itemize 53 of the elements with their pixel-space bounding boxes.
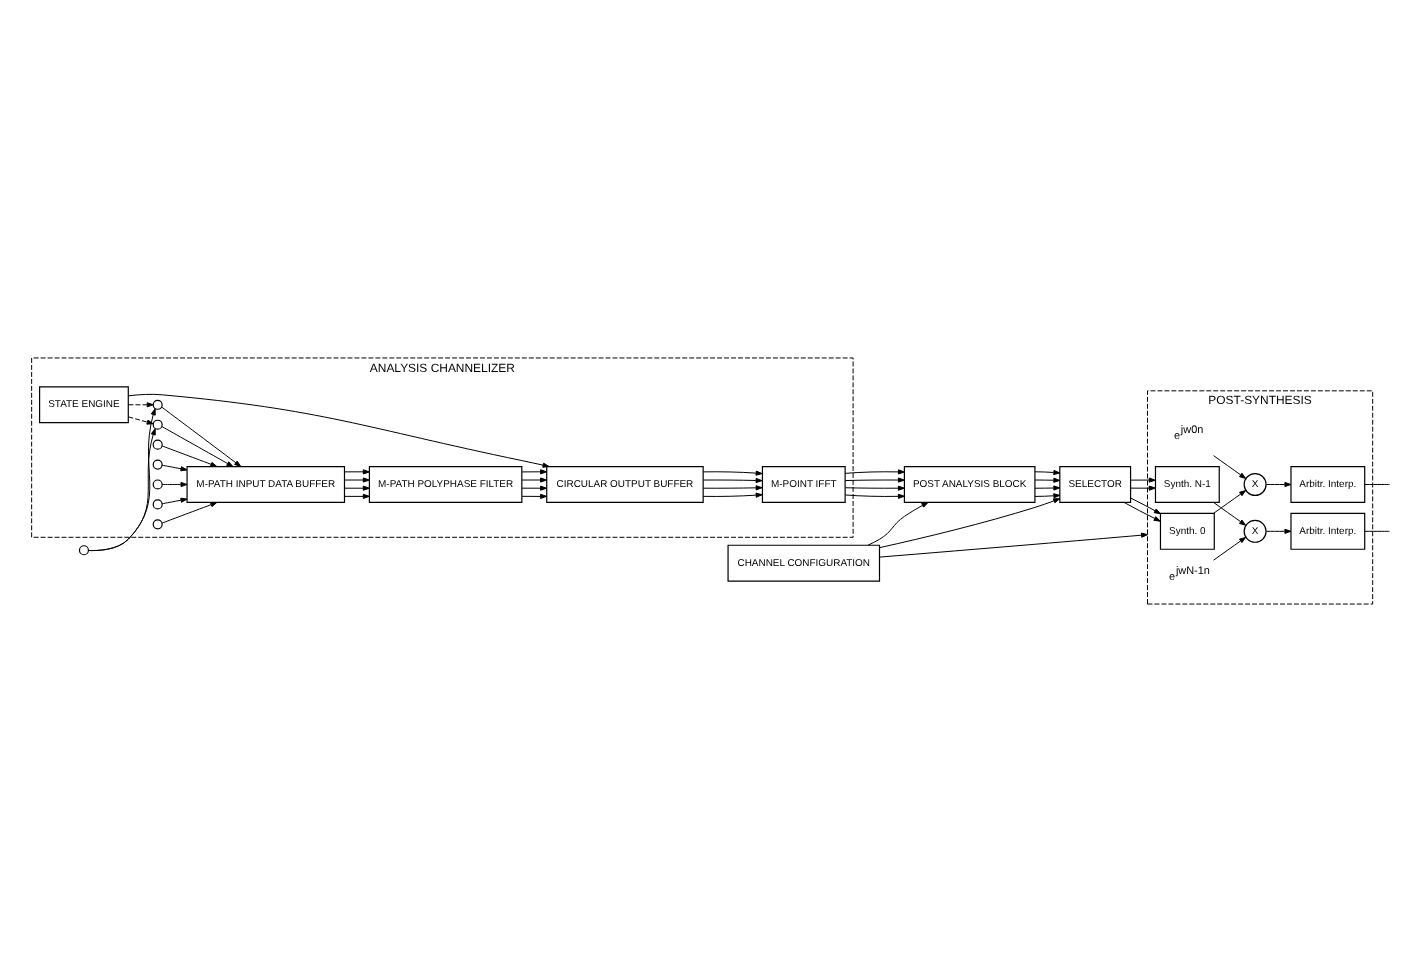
arrow [1129, 496, 1160, 514]
arrow [160, 501, 217, 523]
arrow [520, 492, 547, 498]
arrow [160, 425, 233, 467]
arrow [1212, 535, 1246, 560]
connector [1363, 529, 1389, 531]
arrow [1212, 454, 1246, 478]
node-circle [151, 498, 162, 509]
node-circle [151, 458, 162, 469]
arrow [701, 484, 762, 490]
arrow [343, 468, 369, 474]
node-circle [151, 518, 162, 529]
arrow [343, 484, 369, 490]
node-circle [151, 418, 162, 429]
arrow [126, 415, 153, 424]
arrow [878, 531, 1147, 557]
arrow [160, 405, 241, 466]
arrow [1212, 489, 1246, 513]
arrow [843, 476, 904, 482]
arrow [843, 492, 904, 498]
arrow [160, 444, 217, 466]
arrow [160, 480, 187, 487]
arrow [843, 468, 904, 474]
arrow [1129, 484, 1155, 490]
arrow [1033, 468, 1060, 475]
arrow [1122, 501, 1160, 521]
arrow [1033, 484, 1060, 490]
node-circle [151, 398, 162, 409]
arrow [1129, 476, 1155, 482]
arrow [343, 492, 369, 498]
arrow [127, 392, 549, 467]
connector [1363, 483, 1389, 484]
arrow [1033, 476, 1060, 482]
arrow [160, 496, 187, 504]
arrow [1033, 492, 1060, 498]
arrow [1264, 527, 1291, 533]
node-circle [77, 544, 89, 555]
node-circle [151, 478, 162, 489]
arrow [701, 469, 762, 475]
arrow [160, 463, 187, 471]
arrow [343, 476, 369, 482]
arrow [126, 401, 153, 407]
arrow [520, 476, 547, 482]
arrow [701, 476, 762, 483]
arrow [1264, 480, 1291, 487]
arrow [520, 484, 547, 490]
arrow [866, 501, 928, 545]
arrow [520, 468, 547, 474]
arrow [1212, 500, 1246, 525]
arrow [701, 491, 762, 497]
arrow [878, 497, 1060, 548]
node-circle [151, 438, 162, 449]
arrow [843, 484, 904, 490]
